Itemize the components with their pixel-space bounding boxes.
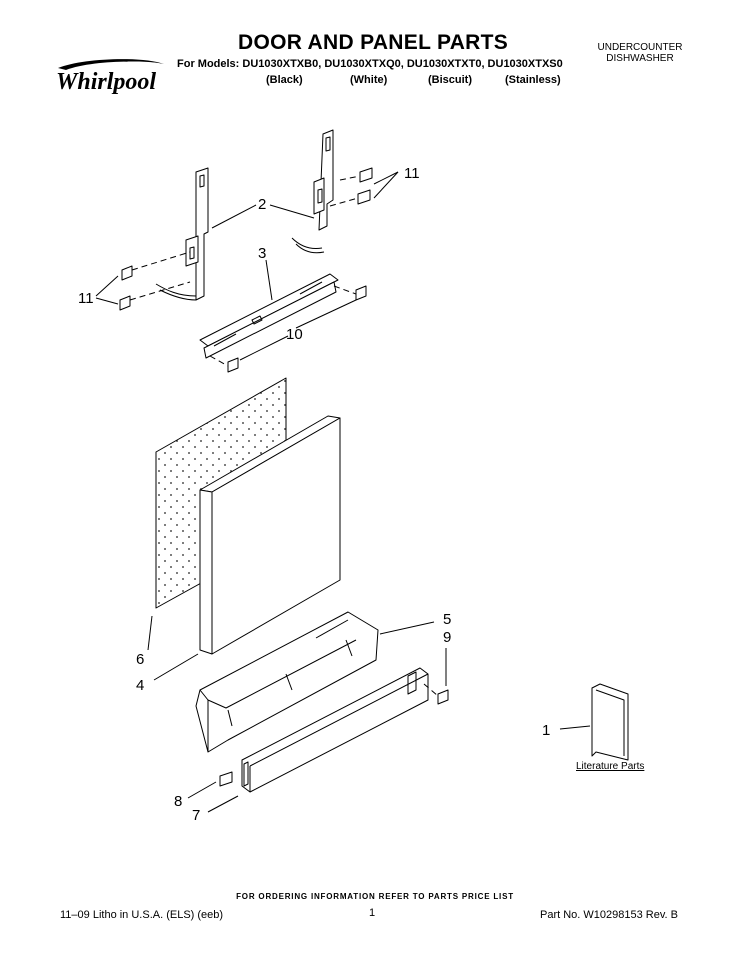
models-line: For Models: DU1030XTXB0, DU1030XTXQ0, DU…	[177, 58, 563, 70]
screw	[333, 285, 367, 301]
callout-number: 9	[443, 629, 451, 646]
color-label: (White)	[350, 74, 388, 86]
callout-number: 7	[192, 807, 200, 824]
callout-number: 2	[258, 196, 266, 213]
product-type-line: DISHWASHER	[606, 53, 674, 64]
color-label: (Biscuit)	[428, 74, 472, 86]
brand-text: Whirlpool	[56, 69, 156, 95]
product-type-line: UNDERCOUNTER	[597, 42, 683, 53]
toe-panel	[241, 667, 429, 793]
page-title: DOOR AND PANEL PARTS	[238, 31, 509, 54]
callout-number: 1	[542, 722, 550, 739]
hinge-support-bar	[199, 273, 339, 359]
outer-door-panel	[199, 415, 341, 655]
door-panel-bracket	[195, 611, 379, 753]
literature-parts-booklet	[591, 683, 629, 761]
callout-number: 6	[136, 651, 144, 668]
screw	[209, 355, 239, 373]
part-number: Part No. W10298153 Rev. B	[540, 909, 678, 921]
screw	[119, 281, 191, 311]
callout-number: 11	[78, 290, 94, 307]
callout-number: 4	[136, 677, 144, 694]
callout-number: 3	[258, 245, 266, 262]
hinge-bracket-left	[155, 167, 209, 301]
litho-info: 11–09 Litho in U.S.A. (ELS) (eeb)	[60, 909, 224, 921]
callout-number: 5	[443, 611, 451, 628]
callout-number: 11	[404, 165, 420, 182]
clip	[219, 771, 233, 787]
whirlpool-logo: Whirlpool	[56, 59, 164, 95]
leader-lines	[95, 171, 591, 813]
page-number: 1	[369, 907, 376, 919]
product-type: UNDERCOUNTER DISHWASHER	[586, 42, 694, 64]
ordering-note: FOR ORDERING INFORMATION REFER TO PARTS …	[236, 892, 514, 901]
screw	[121, 251, 191, 281]
screw	[423, 683, 449, 705]
callout-number: 10	[286, 326, 303, 343]
literature-parts-label: Literature Parts	[576, 761, 645, 772]
color-label: (Black)	[266, 74, 303, 86]
screw	[329, 189, 371, 207]
hinge-bracket-right	[291, 129, 334, 254]
callout-number: 8	[174, 793, 182, 810]
screw	[339, 167, 373, 183]
color-label: (Stainless)	[505, 74, 561, 86]
